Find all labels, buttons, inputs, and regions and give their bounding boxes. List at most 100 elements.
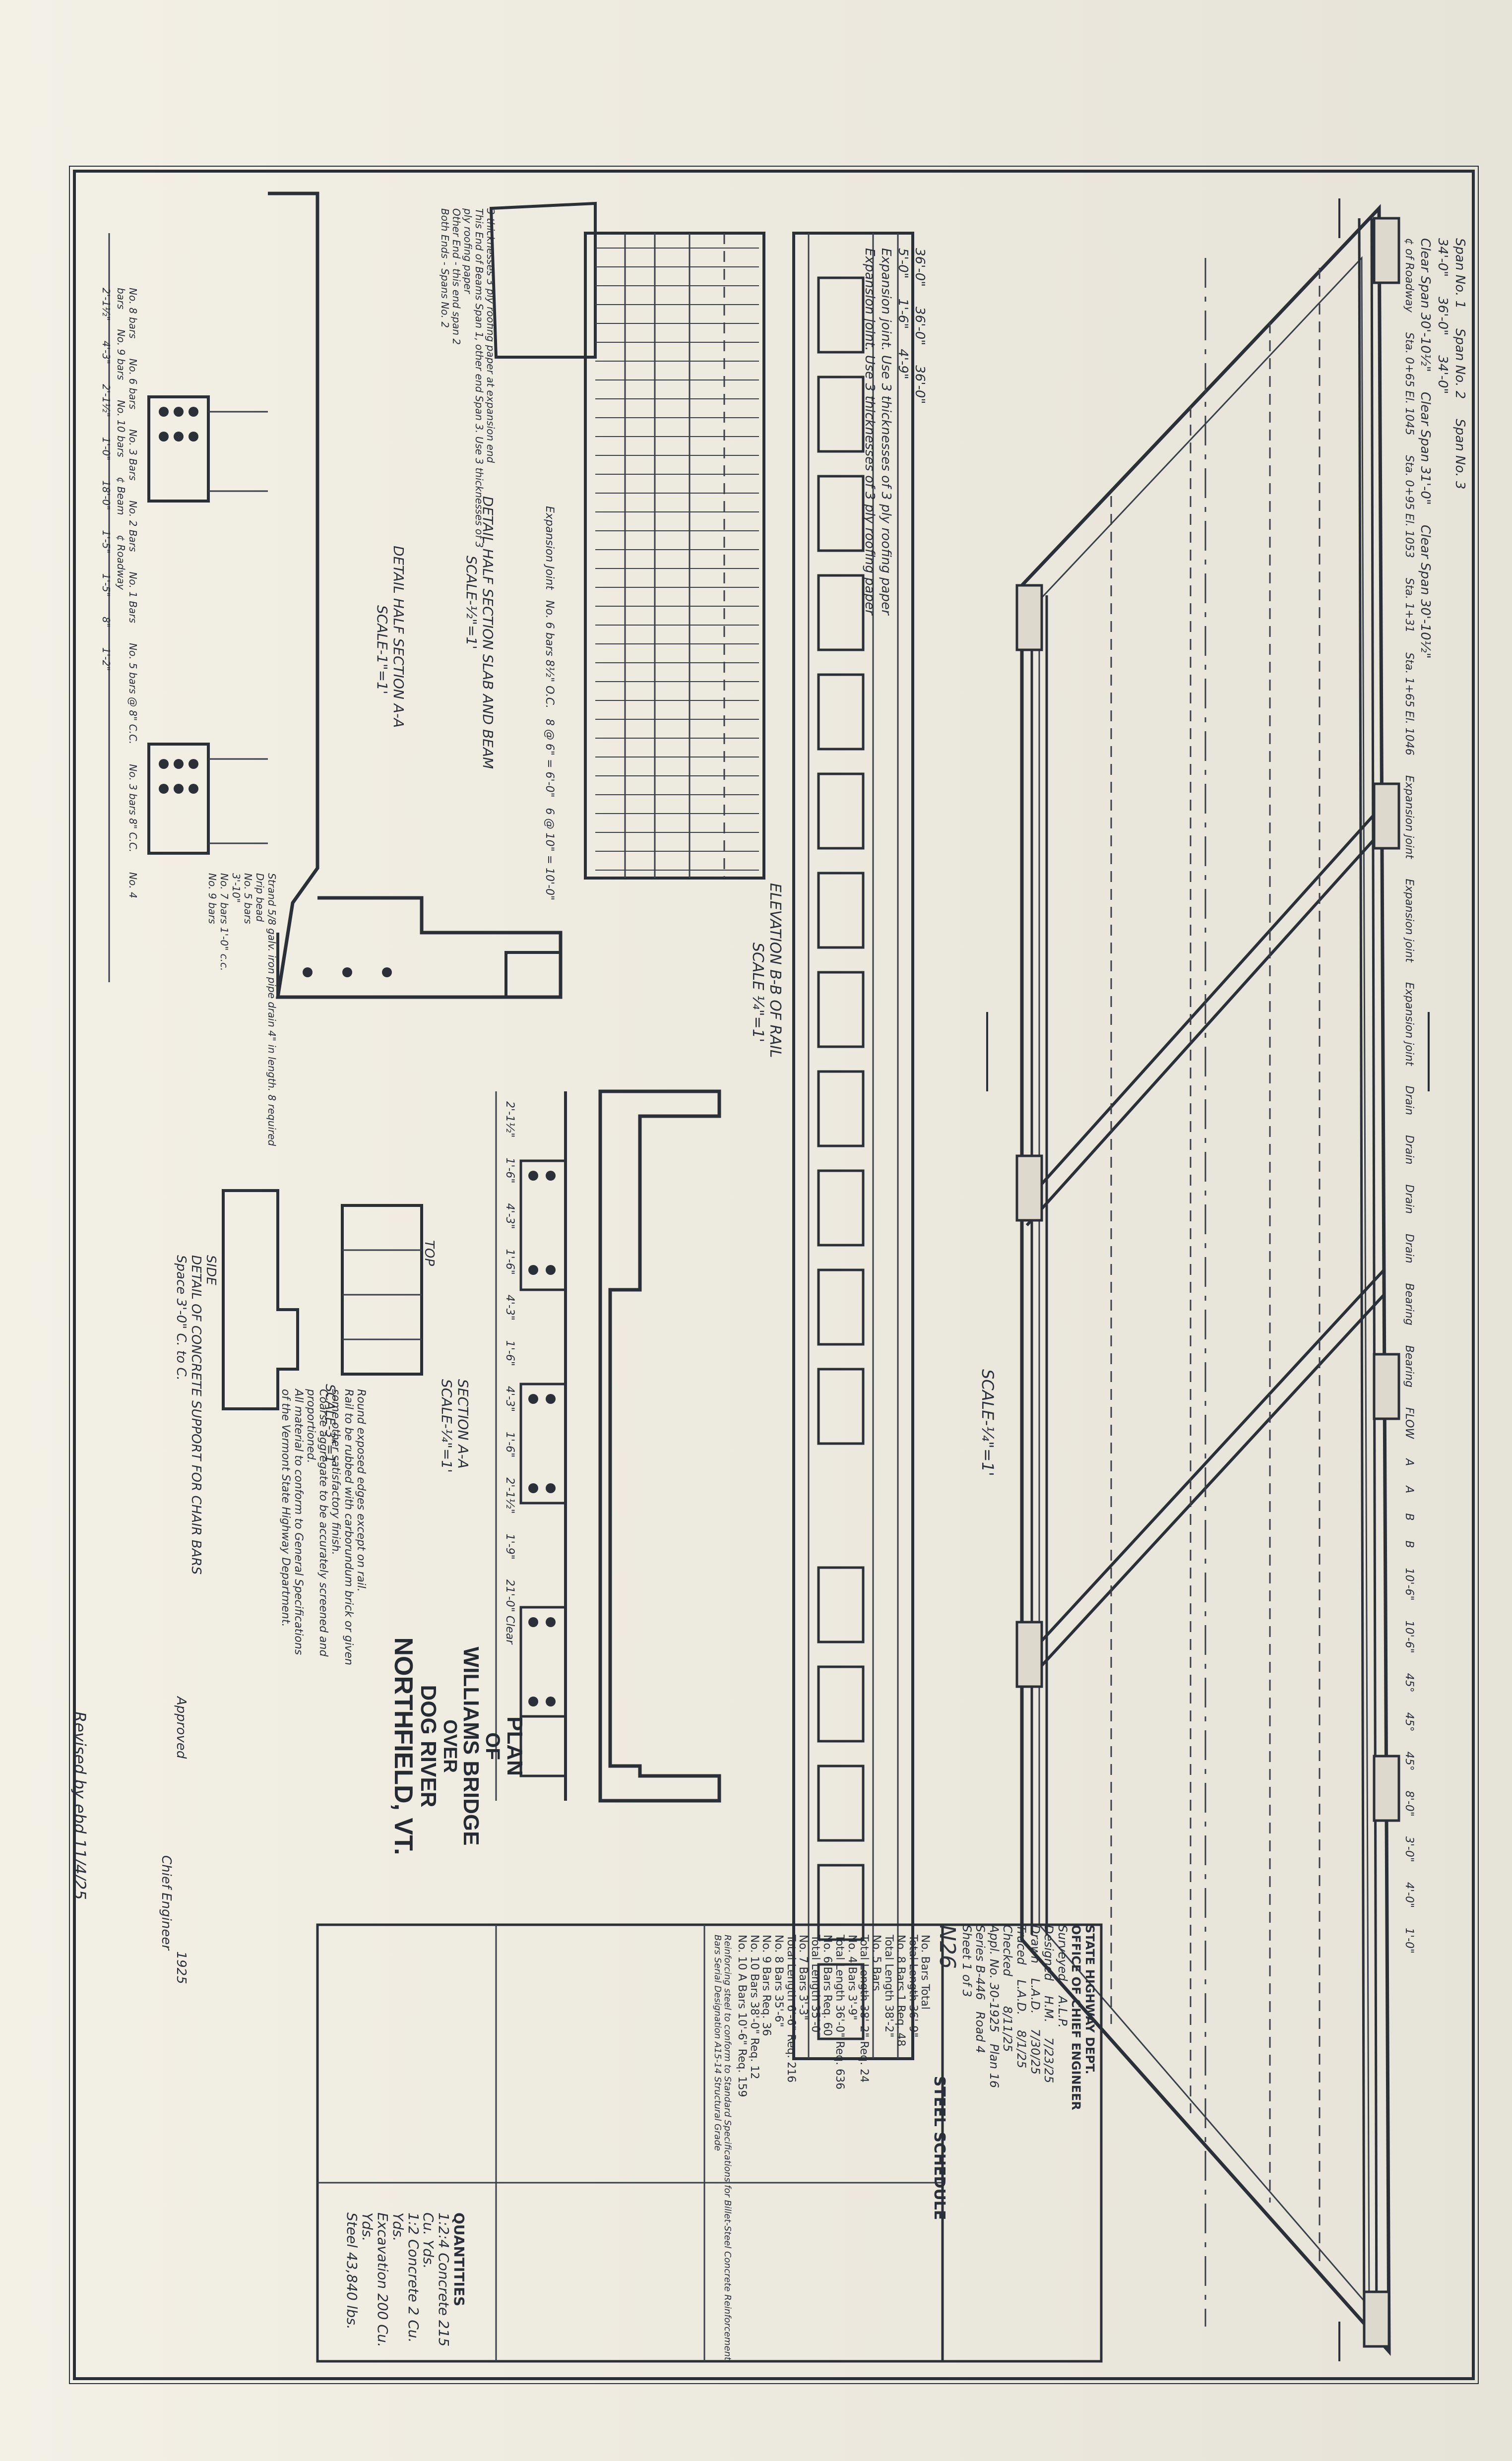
- span-length: 34'-0": [1435, 238, 1450, 277]
- plan-label: ¢ of Roadway: [1402, 238, 1415, 313]
- credit-row: TracedL.A.D.8/1/25: [1014, 1925, 1028, 2361]
- drip-label: Drip bead: [254, 873, 266, 922]
- drip-label: No. 9 bars: [206, 873, 218, 924]
- plan-label: 10'-6": [1402, 1568, 1415, 1601]
- rail-panel: [817, 1665, 865, 1743]
- steel-row: Total Length 6'-6" Req. 216: [784, 1935, 797, 2083]
- steel-row: No. 4 Bars 3'-9": [845, 1935, 858, 2020]
- rail-panel: [817, 376, 865, 453]
- rebar-dot: [546, 1483, 556, 1493]
- steel-row: Total Length 36'-0" Req. 636: [833, 1935, 846, 2090]
- dimension: 1'-6": [504, 1340, 516, 1366]
- slab-notes: 3 thicknesses 3 ply roofing paper at exp…: [439, 208, 497, 566]
- dimension: 2'-1½": [100, 384, 112, 417]
- rail-elevation: [792, 232, 914, 2060]
- note: Expansion Joint: [543, 506, 556, 590]
- chair-title: DETAIL OF CONCRETE SUPPORT FOR CHAIR BAR…: [189, 1255, 203, 1575]
- note: Round exposed edges except on rail.: [355, 1389, 367, 1592]
- credit-row: Checked8/11/25: [1001, 1925, 1014, 2361]
- panel-dimension: 4'-9": [895, 349, 911, 379]
- quantity-row: 1:2 Concrete 2 Cu. Yds.: [389, 2212, 422, 2343]
- sheet-no: Sheet 1 of 3: [959, 1925, 974, 1997]
- plan-label: Sta. 1+65 El. 1046: [1402, 652, 1415, 756]
- general-notes: Round exposed edges except on rail. Rail…: [279, 1389, 367, 1667]
- rebar-dot: [382, 967, 392, 977]
- quantity-row: 1:2:4 Concrete 215 Cu. Yds.: [420, 2212, 452, 2347]
- credit-date: 8/1/25: [1014, 2030, 1029, 2069]
- dimension: 1'-9": [504, 1533, 516, 1560]
- rebar-dot: [528, 1617, 538, 1627]
- span-label: Span No. 1: [1452, 238, 1467, 309]
- rail-panel: [817, 574, 865, 651]
- rail-panel: [817, 1268, 865, 1346]
- plan-label: Expansion joint: [1402, 775, 1415, 859]
- rebar-dot: [189, 432, 198, 442]
- bar-label: No. 2 Bars: [127, 500, 139, 552]
- rail-panel: [817, 475, 865, 552]
- steel-row: No. 10 Bars 38'-0" Req. 12: [748, 1935, 760, 2080]
- rebar-dot: [546, 1697, 556, 1706]
- steel-row: No. 6 Bars Req. 60: [821, 1935, 834, 2036]
- dimension: 1'-0": [100, 437, 112, 461]
- rail-panel: [817, 772, 865, 850]
- rebar-dot: [303, 967, 313, 977]
- plan-label: Expansion joint: [1402, 879, 1415, 962]
- plan-no: Plan 16: [987, 2043, 1001, 2088]
- rail-panel: [817, 1864, 865, 1941]
- dimension: 18'-0": [100, 480, 112, 510]
- rebar-dot: [159, 784, 169, 794]
- credit-by: L.A.D.: [1014, 1979, 1029, 2016]
- dimension: 2'-1½": [100, 288, 112, 321]
- chair-top-label: TOP: [422, 1240, 437, 1266]
- rail-panel: [817, 1368, 865, 1445]
- drawing-border: [73, 170, 1475, 2380]
- title-line: OVER: [439, 1719, 460, 1773]
- section-aa-dims: 2'-1½"1'-6"4'-3"1'-6"4'-3"1'-6"4'-3"1'-6…: [503, 1101, 516, 1806]
- title-block-frame: [316, 1923, 1103, 2363]
- plan-label: A: [1402, 1458, 1415, 1466]
- section-aa-scale: SCALE-¼"=1': [439, 1379, 455, 1473]
- plan-label: Expansion joint: [1402, 982, 1415, 1066]
- quantities-header: QUANTITIES: [451, 2212, 467, 2307]
- credit-row: DesignedH.M.7/23/25: [1042, 1925, 1056, 2361]
- rebar-dot: [174, 407, 184, 417]
- rail-scale: SCALE ¼"=1': [749, 943, 766, 1043]
- quantity-row: Excavation 200 Cu. Yds.: [359, 2212, 391, 2347]
- title-line: WILLIAMS BRIDGE: [458, 1646, 483, 1846]
- rail-panel: [817, 1070, 865, 1147]
- credit-role: Checked: [1001, 1925, 1015, 1976]
- dimension: 8": [100, 617, 112, 628]
- steel-row: No. 8 Bars 35'-6": [772, 1935, 785, 2027]
- note: Other End - this end span 2: [450, 208, 462, 345]
- approved-label: Approved: [174, 1697, 189, 1759]
- section-aa: [495, 1089, 721, 1803]
- half-section-title: DETAIL HALF SECTION A-A: [390, 546, 407, 728]
- clear-span: Clear Span 31'-0": [1417, 391, 1433, 505]
- drip-labels: Strand 5/8 galv. iron pipe drain 4" in l…: [206, 873, 278, 1191]
- credit-date: 7/30/25: [1028, 2028, 1042, 2075]
- drip-label: No. 7 bars 1'-0" c.c.: [218, 873, 230, 971]
- plan-view: [986, 198, 1430, 2361]
- plan-label: Bearing: [1402, 1345, 1415, 1388]
- rebar-dot: [546, 1617, 556, 1627]
- approval-block: Approved 1925 Chief Engineer: [129, 1697, 189, 2044]
- rebar-dot: [528, 1697, 538, 1706]
- note: Coarse aggregate to be accurately screen…: [304, 1389, 330, 1657]
- plan-label: Sta. 0+95 El. 1053: [1402, 455, 1415, 558]
- panel-dimension: 1'-6": [895, 298, 911, 329]
- span-dimension: 36'-0": [912, 307, 927, 346]
- rebar-dot: [546, 1171, 556, 1181]
- plan-labels: Span No. 1Span No. 2Span No. 3 34'-0"36'…: [1401, 238, 1468, 2322]
- view-title-half-section: DETAIL HALF SECTION A-A SCALE-1"=1': [374, 546, 407, 728]
- rebar-dot: [159, 432, 169, 442]
- bar-label: No. 9 bars: [115, 329, 127, 380]
- plan-label: A: [1402, 1486, 1415, 1494]
- road-no: Road 4: [973, 2011, 988, 2054]
- plan-label: 45°: [1402, 1673, 1415, 1693]
- steel-row: No. 9 Bars Req. 36: [760, 1935, 773, 2036]
- dept-line: STATE HIGHWAY DEPT.: [1083, 1925, 1097, 2075]
- rebar-dot: [546, 1265, 556, 1275]
- title-line: DOG RIVER: [416, 1685, 441, 1808]
- rail-title: ELEVATION B-B OF RAIL: [766, 883, 784, 1058]
